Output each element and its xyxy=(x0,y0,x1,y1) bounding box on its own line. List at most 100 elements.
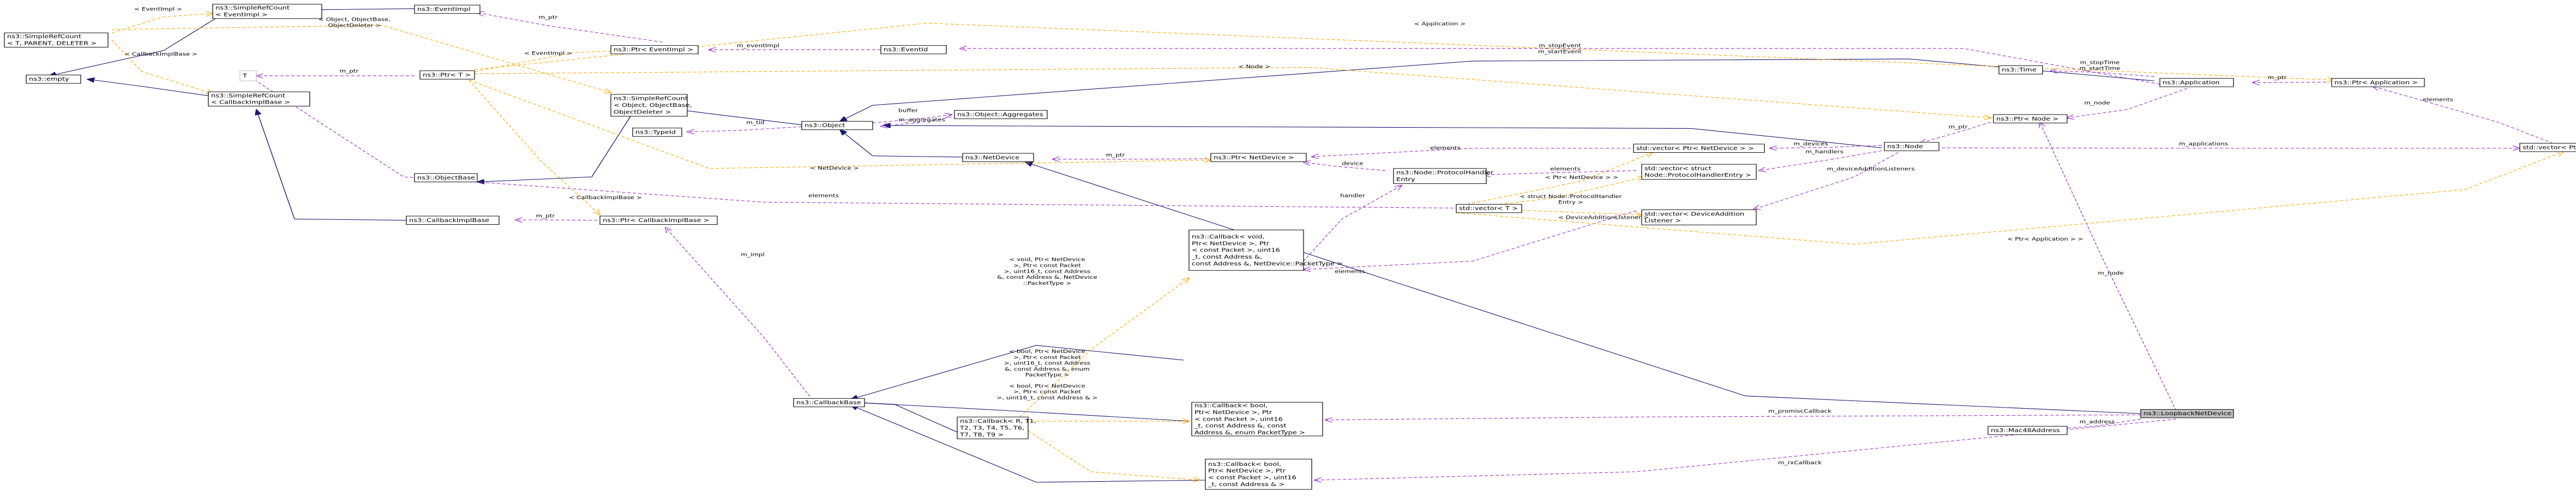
node-ptr-application[interactable]: ns3::Ptr< Application > xyxy=(2331,78,2425,87)
node-box xyxy=(414,4,481,14)
edge-label-l8: m_eventImpl xyxy=(737,43,779,49)
edge-callbackrx-inherits-callbackbase xyxy=(851,405,1206,483)
node-node[interactable]: ns3::Node xyxy=(1884,142,1939,151)
edge-label-l38: &, const Address &, NetDevice xyxy=(997,274,1097,280)
node-label: ns3::Ptr< NetDevice > xyxy=(1214,154,1294,160)
node-ptr-node[interactable]: ns3::Ptr< Node > xyxy=(1993,114,2068,123)
node-simplerefcount-callbackimplbase[interactable]: ns3::SimpleRefCount< CallbackImplBase > xyxy=(208,91,310,107)
node-ptr-netdevice[interactable]: ns3::Ptr< NetDevice > xyxy=(1210,153,1307,162)
node-label: ns3::Ptr< Node > xyxy=(1996,115,2058,122)
node-loopbacknetdevice[interactable]: ns3::LoopbackNetDevice xyxy=(2140,409,2234,418)
node-box xyxy=(599,215,718,225)
edge-label-l44: m_rxCallback xyxy=(1778,459,1822,465)
node-objectbase[interactable]: ns3::ObjectBase xyxy=(414,173,478,182)
node-label: std::vector< Ptr< NetDevice > > xyxy=(1636,145,1754,151)
node-vector-t[interactable]: std::vector< T > xyxy=(1456,203,1522,213)
edge-label-l29: Entry > xyxy=(1558,199,1583,205)
node-label: ns3::SimpleRefCount xyxy=(7,33,82,40)
edge-label-l43: m_address xyxy=(2080,418,2115,424)
edge-vector-t-to-vector-netdevice xyxy=(1456,152,1653,207)
node-ptr-t[interactable]: ns3::Ptr< T > xyxy=(419,70,475,80)
node-object[interactable]: ns3::Object xyxy=(801,121,873,130)
node-callbackbase[interactable]: ns3::CallbackBase xyxy=(793,398,865,408)
edge-callback8-to-callback-void xyxy=(1019,278,1189,417)
node-box xyxy=(1188,230,1304,271)
node-vector-deviceadditionlistener[interactable]: std::vector< DeviceAdditionListener > xyxy=(1641,209,1757,225)
node-box xyxy=(1191,402,1323,436)
node-label: ns3::Ptr< CallbackImplBase > xyxy=(603,217,709,223)
edge-node-inherits-object xyxy=(884,125,1882,148)
edge-label-l28: m_deviceAdditionListeners xyxy=(1827,166,1915,172)
edge-application-inherits-object xyxy=(840,58,2155,121)
node-box xyxy=(1993,114,2068,123)
node-label: _t, const Address & > xyxy=(1208,481,1284,487)
edge-label-l2: < Object, ObjectBase, xyxy=(319,16,391,22)
node-t[interactable]: T xyxy=(239,70,257,81)
node-box xyxy=(1641,164,1757,180)
edge-callbackbase-to-ptr-callbackimplbase xyxy=(665,227,813,400)
node-box xyxy=(801,121,873,130)
node-box xyxy=(1641,209,1757,225)
node-box xyxy=(4,32,109,47)
node-object-aggregates[interactable]: ns3::Object::Aggregates xyxy=(954,110,1048,119)
edge-label-l9: m_startEvent xyxy=(1538,49,1582,55)
node-ptr-callbackimplbase[interactable]: ns3::Ptr< CallbackImplBase > xyxy=(599,215,718,225)
node-time[interactable]: ns3::Time xyxy=(1998,65,2043,75)
edge-label-l20: m_devices xyxy=(1793,141,1828,147)
node-eventid[interactable]: ns3::EventId xyxy=(880,45,947,55)
node-callback-void[interactable]: ns3::Callback< void,Ptr< NetDevice >, Pt… xyxy=(1188,230,1343,271)
node-callback-8[interactable]: ns3::Callback< R, T1,T2, T3, T4, T5, T6,… xyxy=(957,416,1036,439)
node-box xyxy=(239,70,257,81)
edge-node-to-vector-listener xyxy=(1754,152,1899,209)
node-label: ns3::EventId xyxy=(884,46,928,53)
node-ptr-eventimpl[interactable]: ns3::Ptr< EventImpl > xyxy=(610,45,699,55)
edge-callbackvoid-inherits-callbackbase xyxy=(851,345,1184,399)
node-label: ns3::SimpleRefCount xyxy=(215,4,290,11)
edge-simplerefcount-callback-inherits-empty xyxy=(87,79,211,97)
node-vector-ptr-netdevice[interactable]: std::vector< Ptr< NetDevice > > xyxy=(1633,143,1765,153)
node-label: ns3::Object xyxy=(804,122,845,129)
node-eventimpl[interactable]: ns3::EventImpl xyxy=(414,4,481,14)
node-vector-protocolhandlerentry[interactable]: std::vector< structNode::ProtocolHandler… xyxy=(1641,164,1757,180)
node-empty[interactable]: ns3::empty xyxy=(26,74,81,84)
node-simplerefcount-object[interactable]: ns3::SimpleRefCount< Object, ObjectBase,… xyxy=(610,94,692,117)
node-mac48address[interactable]: ns3::Mac48Address xyxy=(1987,426,2068,435)
edge-ptr-application-to-application xyxy=(2253,82,2327,83)
node-callback-bool-promisc[interactable]: ns3::Callback< bool,Ptr< NetDevice >, Pt… xyxy=(1191,402,1323,436)
node-callbackimplbase[interactable]: ns3::CallbackImplBase xyxy=(406,215,500,225)
edge-label-l30: handler xyxy=(1340,193,1365,199)
node-netdevice[interactable]: ns3::NetDevice xyxy=(962,153,1034,162)
node-label: ns3::EventImpl xyxy=(417,6,471,13)
node-box xyxy=(610,45,699,55)
node-label: ns3::TypeId xyxy=(635,129,676,135)
node-callback-bool-rx[interactable]: ns3::Callback< bool,Ptr< NetDevice >, Pt… xyxy=(1205,459,1312,490)
edge-ptr-t-to-ptr-callbackimplbase xyxy=(469,80,600,215)
node-label: ns3::LoopbackNetDevice xyxy=(2143,410,2231,417)
edge-label-l25: elements xyxy=(1550,166,1581,172)
node-label: ns3::Node xyxy=(1887,143,1923,149)
edge-label-l4: m_ptr xyxy=(340,68,359,74)
node-label: ns3::Time xyxy=(2002,67,2037,73)
edge-simplerefcount-to-eventimpl-instance xyxy=(111,14,213,33)
node-label: std::vector< Ptr< Application > > xyxy=(2523,144,2576,151)
node-simplerefcount-t[interactable]: ns3::SimpleRefCount< T, PARENT, DELETER … xyxy=(4,32,109,47)
node-label: std::vector< struct xyxy=(1644,165,1712,171)
edge-label-l18: m_ptr xyxy=(1949,124,1968,130)
edge-node-to-vector-netdevice xyxy=(1770,145,1882,148)
node-simplerefcount-eventimpl[interactable]: ns3::SimpleRefCount< EventImpl > xyxy=(212,4,322,19)
node-vector-ptr-application[interactable]: std::vector< Ptr< Application > > xyxy=(2519,143,2576,152)
node-label: ns3::Callback< bool, xyxy=(1194,402,1268,409)
node-label: ns3::CallbackBase xyxy=(796,399,861,406)
edge-label-l40: < bool, Ptr< NetDevice xyxy=(1009,348,1085,354)
edge-label-l16: m_tid xyxy=(746,119,764,125)
node-application[interactable]: ns3::Application xyxy=(2159,78,2234,87)
node-protocolhandlerentry[interactable]: ns3::Node::ProtocolHandlerEntry xyxy=(1393,168,1494,184)
edge-object-inherits-simplerefcount-object xyxy=(671,109,808,126)
edge-label-l12: m_ptr xyxy=(2268,75,2287,81)
edge-label-l38: >, Ptr< const Packet xyxy=(1013,262,1081,268)
edge-label-l24: device xyxy=(1342,160,1364,166)
node-label: _t, const Address &, const xyxy=(1194,422,1287,429)
edge-label-l36: m_node xyxy=(2098,270,2124,276)
edge-label-l15: m_aggregates xyxy=(898,117,945,123)
node-typeid[interactable]: ns3::TypeId xyxy=(632,128,682,137)
